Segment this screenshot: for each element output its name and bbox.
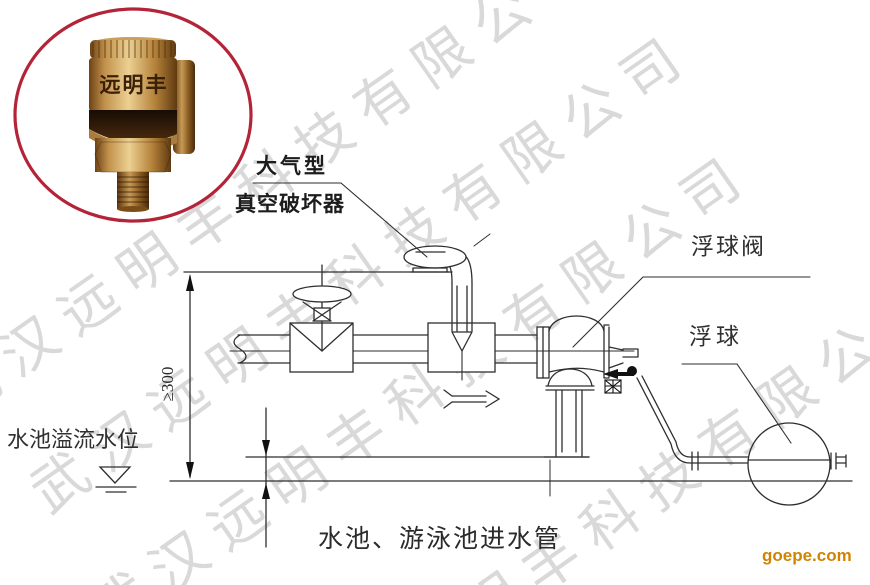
main-pipe: [229, 334, 635, 364]
float-valve-body: [536, 315, 639, 497]
flow-arrow: [443, 389, 501, 409]
anchor-block: [604, 379, 622, 394]
tee-fitting: [427, 282, 496, 381]
leader-lines: [252, 182, 811, 444]
brass-valve-image: [89, 37, 195, 212]
goepe-watermark: goepe.com: [762, 546, 852, 565]
dimension-300: [183, 271, 453, 479]
label-breaker-type: 大气型: [256, 154, 328, 178]
handwheel: [292, 285, 352, 303]
air-gap-dimension: [262, 407, 270, 548]
direction-pointer: [603, 369, 634, 379]
water-levels: [95, 456, 853, 493]
brand-engraving: 远明丰: [99, 73, 169, 97]
product-photo: [13, 7, 253, 223]
float-ball: [747, 422, 831, 506]
vacuum-breaker-device: [403, 233, 491, 284]
pipe-break-symbol: [233, 334, 247, 364]
water-level-symbol: [98, 466, 132, 484]
label-overflow-level: 水池溢流水位: [7, 427, 140, 452]
figure-caption: 水池、游泳池进水管: [318, 526, 562, 553]
float-lever-and-ball: [603, 366, 847, 506]
label-float-ball: 浮球: [689, 324, 743, 349]
label-vacuum-breaker: 真空破坏器: [235, 192, 345, 216]
gate-valve: [289, 264, 354, 373]
dimension-text-300: ≥300: [158, 366, 177, 402]
label-float-valve: 浮球阀: [691, 234, 766, 259]
